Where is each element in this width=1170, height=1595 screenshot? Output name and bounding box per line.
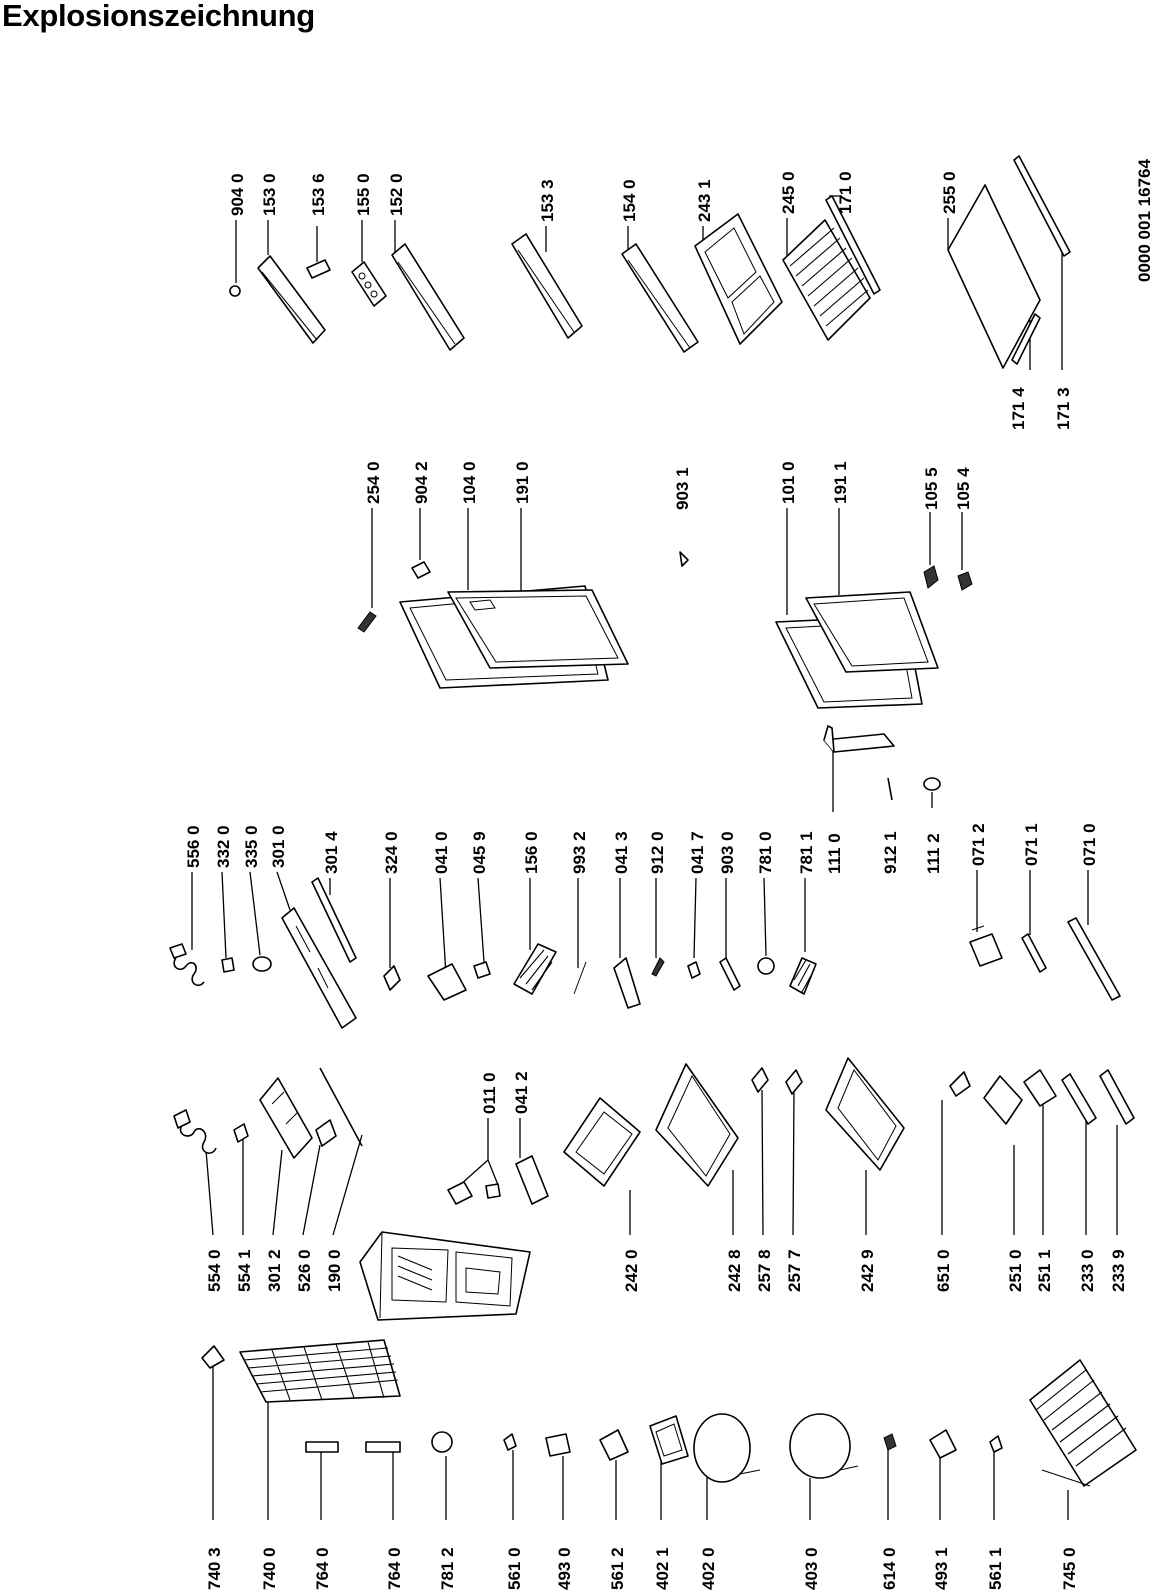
part-label-324-0: 324 0 — [382, 831, 401, 874]
part-label-154-0: 154 0 — [620, 179, 639, 222]
part-label-171-3: 171 3 — [1054, 387, 1073, 430]
part-label-403-0: 403 0 — [802, 1547, 821, 1590]
part-label-041-7: 041 7 — [688, 831, 707, 874]
part-label-781-2: 781 2 — [438, 1547, 457, 1590]
part-label-651-0: 651 0 — [934, 1249, 953, 1292]
part-label-912-1: 912 1 — [881, 831, 900, 874]
part-label-251-1: 251 1 — [1035, 1249, 1054, 1292]
part-label-105-5: 105 5 — [922, 467, 941, 510]
part-label-111-0: 111 0 — [825, 833, 844, 874]
part-label-171-0: 171 0 — [836, 171, 855, 214]
part-label-764-0-b: 764 0 — [385, 1547, 404, 1590]
part-label-045-9: 045 9 — [470, 831, 489, 874]
part-label-243-1: 243 1 — [695, 179, 714, 222]
part-label-101-0: 101 0 — [779, 461, 798, 504]
part-label-111-2: 111 2 — [924, 833, 943, 874]
part-label-745-0: 745 0 — [1060, 1547, 1079, 1590]
part-label-526-0: 526 0 — [295, 1249, 314, 1292]
part-label-245-0: 245 0 — [779, 171, 798, 214]
part-label-105-4: 105 4 — [954, 467, 973, 510]
part-label-071-2: 071 2 — [969, 823, 988, 866]
part-label-041-2: 041 2 — [512, 1071, 531, 1114]
part-label-233-9: 233 9 — [1109, 1249, 1128, 1292]
parts-column-small-components: 556 0 332 0 335 0 301 0 301 4 324 0 041 … — [169, 725, 1121, 1029]
part-label-493-0: 493 0 — [555, 1547, 574, 1590]
part-label-301-0: 301 0 — [269, 825, 288, 868]
part-label-242-0: 242 0 — [622, 1249, 641, 1292]
part-label-764-0-a: 764 0 — [313, 1547, 332, 1590]
part-label-554-1: 554 1 — [235, 1249, 254, 1292]
part-label-191-1: 191 1 — [831, 461, 850, 504]
part-label-402-1: 402 1 — [653, 1547, 672, 1590]
part-label-251-0: 251 0 — [1006, 1249, 1025, 1292]
part-label-071-0: 071 0 — [1080, 823, 1099, 866]
part-label-781-0: 781 0 — [756, 831, 775, 874]
parts-column-door-shelves: 904 0 153 0 153 6 155 0 152 0 153 3 154 … — [228, 155, 1154, 430]
part-label-152-0: 152 0 — [387, 173, 406, 216]
part-label-561-1: 561 1 — [986, 1547, 1005, 1590]
part-label-071-1: 071 1 — [1022, 823, 1041, 866]
part-label-561-2: 561 2 — [608, 1547, 627, 1590]
part-label-332-0: 332 0 — [214, 825, 233, 868]
part-label-903-1: 903 1 — [673, 467, 692, 510]
part-label-190-0: 190 0 — [325, 1249, 344, 1292]
part-label-554-0: 554 0 — [205, 1249, 224, 1292]
part-label-255-0: 255 0 — [940, 171, 959, 214]
parts-column-cooling-system: 740 3 740 0 764 0 764 0 781 2 561 0 493 … — [201, 1339, 1137, 1590]
part-label-402-0: 402 0 — [699, 1547, 718, 1590]
part-label-041-3: 041 3 — [612, 831, 631, 874]
part-label-556-0: 556 0 — [184, 825, 203, 868]
part-label-153-0: 153 0 — [260, 173, 279, 216]
part-label-740-3: 740 3 — [205, 1547, 224, 1590]
part-label-191-0: 191 0 — [513, 461, 532, 504]
part-label-903-0: 903 0 — [718, 831, 737, 874]
part-label-257-8: 257 8 — [755, 1249, 774, 1292]
parts-column-doors: 254 0 904 2 104 0 191 0 903 1 101 0 191 … — [357, 461, 973, 709]
part-label-257-7: 257 7 — [785, 1249, 804, 1292]
part-label-171-4: 171 4 — [1009, 387, 1028, 430]
part-label-242-9: 242 9 — [858, 1249, 877, 1292]
part-label-912-0: 912 0 — [648, 831, 667, 874]
part-label-155-0: 155 0 — [354, 173, 373, 216]
part-label-153-3: 153 3 — [538, 179, 557, 222]
part-label-233-0: 233 0 — [1078, 1249, 1097, 1292]
part-label-254-0: 254 0 — [364, 461, 383, 504]
part-label-993-2: 993 2 — [570, 831, 589, 874]
part-label-335-0: 335 0 — [242, 825, 261, 868]
part-label-041-0: 041 0 — [432, 831, 451, 874]
part-label-781-1: 781 1 — [797, 831, 816, 874]
part-label-011-0: 011 0 — [480, 1072, 499, 1114]
part-label-904-2: 904 2 — [412, 461, 431, 504]
part-label-156-0: 156 0 — [522, 831, 541, 874]
part-label-301-2: 301 2 — [265, 1249, 284, 1292]
parts-column-cabinet: 011 0 041 2 554 0 554 1 301 2 526 0 190 … — [173, 1057, 1135, 1321]
part-label-561-0: 561 0 — [505, 1547, 524, 1590]
page-title: Explosionszeichnung — [2, 0, 315, 33]
part-label-104-0: 104 0 — [460, 461, 479, 504]
part-label-153-6: 153 6 — [309, 173, 328, 216]
part-label-493-1: 493 1 — [932, 1547, 951, 1590]
part-label-242-8: 242 8 — [725, 1249, 744, 1292]
part-label-614-0: 614 0 — [880, 1547, 899, 1590]
drawing-number: 0000 001 16764 — [1135, 159, 1154, 282]
part-label-301-4: 301 4 — [322, 831, 341, 874]
part-label-904-0: 904 0 — [228, 173, 247, 216]
part-label-740-0: 740 0 — [260, 1547, 279, 1590]
